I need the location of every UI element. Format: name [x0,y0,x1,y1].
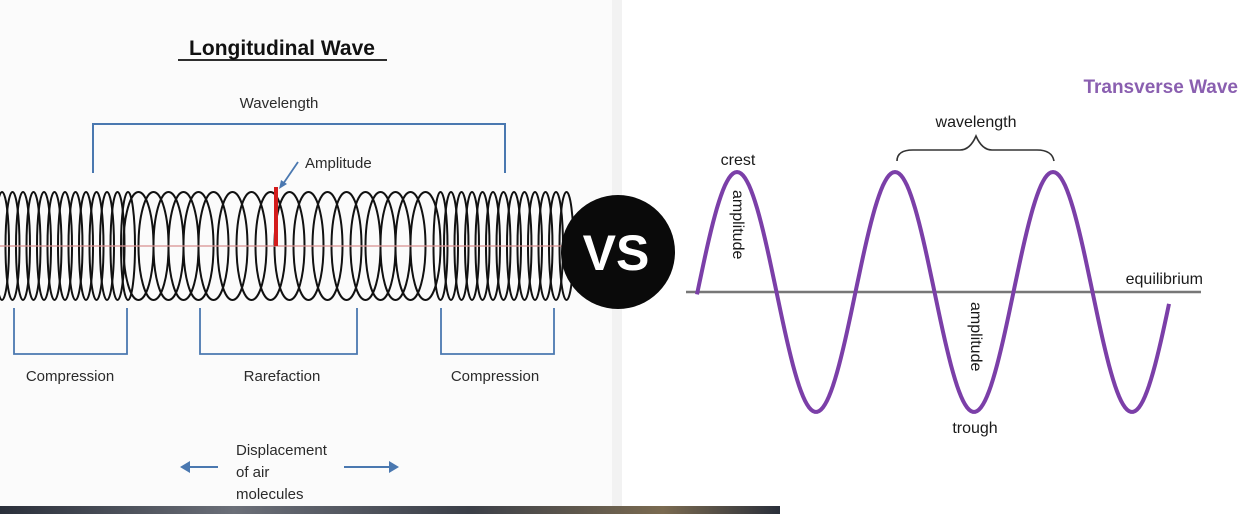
compression-right-label: Compression [451,368,539,385]
amplitude-pointer [282,161,299,185]
equilibrium-label: equilibrium [1126,271,1203,288]
displacement-left-arrowhead [180,461,190,473]
transverse-wave-curve [695,169,1171,414]
rarefaction-bracket [199,308,358,355]
trough-label: trough [952,420,997,437]
transverse-wave-panel: Transverse Wave wavelength crest equilib… [622,0,1251,514]
amplitude-pointer-head [279,180,287,189]
compression-right-bracket [440,308,555,355]
displacement-label-line2: of air [236,464,269,481]
vs-label: VS [583,225,650,281]
rarefaction-label: Rarefaction [244,368,321,385]
crest-label: crest [721,152,756,169]
amplitude-label-trough: amplitude [967,302,984,371]
compression-left-bracket [13,308,128,355]
vs-circle [561,195,675,309]
longitudinal-wave-diagram: Longitudinal Wave Wavelength Amplitude C… [0,37,575,503]
transverse-wave-diagram: Transverse Wave wavelength crest equilib… [686,77,1238,437]
longitudinal-wave-panel: Longitudinal Wave Wavelength Amplitude C… [0,0,612,514]
compression-left-label: Compression [26,368,114,385]
amplitude-label-crest: amplitude [729,190,746,259]
longitudinal-wave-title: Longitudinal Wave [189,37,375,60]
wavelength-label: wavelength [935,114,1017,131]
bottom-image-strip [0,506,780,514]
wavelength-bracket [92,123,506,173]
transverse-wave-title: Transverse Wave [1083,77,1238,98]
amplitude-label: Amplitude [305,155,372,172]
wavelength-brace [896,133,1055,162]
displacement-label-line1: Displacement [236,442,328,459]
wavelength-label: Wavelength [240,95,319,112]
displacement-right-arrowhead [389,461,399,473]
displacement-label-line3: molecules [236,486,304,503]
vs-badge: VS [561,195,675,309]
